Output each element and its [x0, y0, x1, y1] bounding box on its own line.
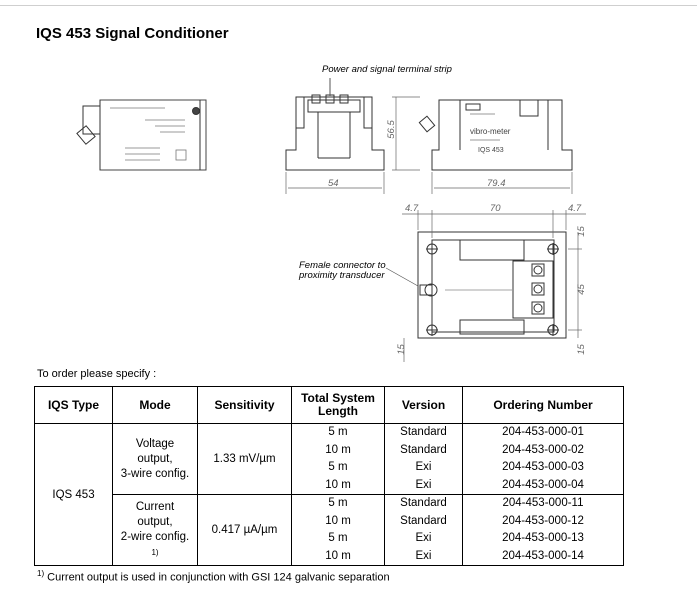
- dim-right-bottom: 15: [575, 344, 587, 355]
- header-length-line1: Total System: [301, 391, 375, 405]
- ordering-02: 204-453-000-02: [502, 443, 584, 456]
- header-version: Version: [384, 386, 463, 424]
- footnote: 1) Current output is used in conjunction…: [37, 569, 390, 584]
- cell-mode-current: Current output, 2-wire config. 1): [112, 494, 198, 566]
- dim-right-top: 15: [575, 226, 587, 237]
- dim-right-mid: 45: [575, 284, 587, 295]
- cell-sensitivity-voltage: 1.33 mV/µm: [197, 423, 292, 495]
- version-04: Exi: [415, 478, 432, 491]
- front-view-drawing: [76, 99, 207, 171]
- order-instruction: To order please specify :: [37, 368, 157, 380]
- length-04: 10 m: [325, 478, 351, 491]
- connector-caption-line2: proximity transducer: [299, 270, 385, 281]
- ordering-01: 204-453-000-01: [502, 426, 584, 438]
- length-03: 5 m: [328, 461, 348, 473]
- dim-top-left-4-7: 4.7: [405, 203, 419, 214]
- header-ordering-number: Ordering Number: [462, 386, 624, 424]
- length-14: 10 m: [325, 549, 351, 562]
- dim-width-54: 54: [328, 178, 339, 189]
- top-view-drawing: [385, 210, 586, 362]
- version-11: Standard: [400, 497, 447, 509]
- ordering-14: 204-453-000-14: [502, 549, 584, 562]
- header-length: Total System Length: [291, 386, 385, 424]
- end-view-drawing: [285, 78, 420, 194]
- mode-current-footnote-mark: 1): [151, 548, 159, 557]
- mode-voltage-line3: 3-wire config.: [120, 467, 190, 480]
- version-01: Standard: [400, 426, 447, 438]
- device-brand-label: vibro-meter: [470, 127, 511, 136]
- mode-current-line1: Current: [135, 501, 175, 513]
- version-03: Exi: [415, 461, 432, 473]
- mode-current-line2: output,: [137, 516, 173, 528]
- side-view-drawing: [418, 99, 573, 194]
- footnote-mark: 1): [37, 569, 45, 578]
- cell-ordering-voltage: 204-453-000-01 204-453-000-02 204-453-00…: [462, 423, 624, 495]
- cell-sensitivity-current: 0.417 µA/µm: [197, 494, 292, 566]
- connector-caption-line1: Female connector to: [299, 260, 386, 271]
- dim-top-70: 70: [490, 203, 501, 214]
- ordering-12: 204-453-000-12: [502, 514, 584, 527]
- ordering-13: 204-453-000-13: [502, 532, 584, 544]
- mode-voltage-line1: Voltage: [135, 437, 175, 450]
- device-model-label: IQS 453: [478, 147, 504, 154]
- cell-mode-voltage: Voltage output, 3-wire config.: [112, 423, 198, 495]
- page-title: IQS 453 Signal Conditioner: [36, 25, 229, 42]
- mode-voltage-line2: output,: [137, 452, 173, 465]
- cell-ordering-current: 204-453-000-11 204-453-000-12 204-453-00…: [462, 494, 624, 566]
- mode-current-line3: 2-wire config.: [120, 531, 190, 543]
- header-length-line2: Length: [318, 404, 358, 418]
- dim-top-right-4-7: 4.7: [568, 203, 582, 214]
- top-rule: [0, 5, 697, 6]
- technical-drawings: [76, 78, 586, 362]
- version-14: Exi: [415, 549, 432, 562]
- header-sensitivity: Sensitivity: [197, 386, 292, 424]
- cell-lengths-current: 5 m 10 m 5 m 10 m: [291, 494, 385, 566]
- header-iqs-type: IQS Type: [34, 386, 113, 424]
- cell-iqs-type: IQS 453: [34, 423, 113, 566]
- length-13: 5 m: [328, 532, 348, 544]
- footnote-text: Current output is used in conjunction wi…: [44, 571, 390, 584]
- dim-left-bottom: 15: [395, 344, 407, 355]
- length-02: 10 m: [325, 443, 351, 456]
- length-11: 5 m: [328, 497, 348, 509]
- cell-versions-current: Standard Standard Exi Exi: [384, 494, 463, 566]
- dim-length-79-4: 79.4: [487, 178, 506, 189]
- length-12: 10 m: [325, 514, 351, 527]
- version-02: Standard: [400, 443, 447, 456]
- ordering-table: IQS Type Mode Sensitivity Total System L…: [34, 386, 624, 566]
- ordering-11: 204-453-000-11: [502, 497, 584, 509]
- ordering-03: 204-453-000-03: [502, 461, 584, 473]
- version-12: Standard: [400, 514, 447, 527]
- ordering-04: 204-453-000-04: [502, 478, 584, 491]
- cell-lengths-voltage: 5 m 10 m 5 m 10 m: [291, 423, 385, 495]
- table-row: IQS 453 Voltage output, 3-wire config. 1…: [34, 423, 624, 566]
- header-mode: Mode: [112, 386, 198, 424]
- table-row: Current output, 2-wire config. 1) 0.417 …: [35, 494, 624, 566]
- table-header-row: IQS Type Mode Sensitivity Total System L…: [34, 386, 624, 424]
- terminal-strip-caption: Power and signal terminal strip: [322, 64, 452, 75]
- version-13: Exi: [415, 532, 432, 544]
- length-01: 5 m: [328, 426, 348, 438]
- dim-height-56-5: 56.5: [385, 120, 397, 139]
- cell-versions-voltage: Standard Standard Exi Exi: [384, 423, 463, 495]
